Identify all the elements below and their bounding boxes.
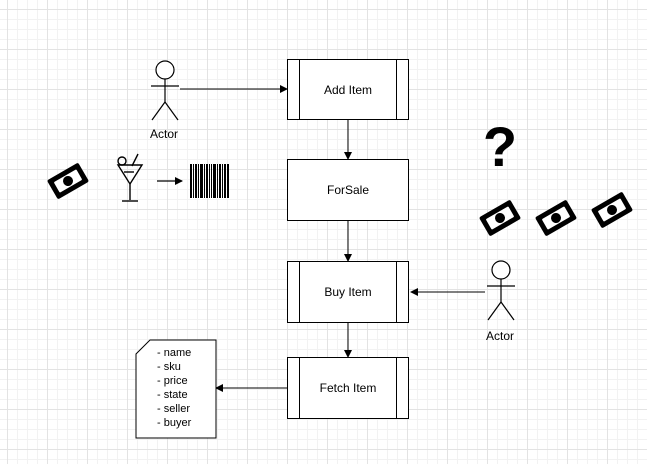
- document-shape: [135, 339, 217, 439]
- node-add-item[interactable]: Add Item: [287, 59, 409, 120]
- actor-right-label: Actor: [486, 329, 515, 343]
- node-buy-item-label: Buy Item: [324, 285, 372, 299]
- node-for-sale-label: ForSale: [326, 183, 370, 197]
- cocktail-icon: [116, 153, 144, 202]
- node-add-item-label: Add Item: [323, 82, 373, 97]
- document-field-list: - name - sku - price - state - seller - …: [157, 346, 191, 430]
- document-field: - state: [157, 389, 188, 401]
- barcode-icon: [190, 164, 229, 198]
- document-field: - name: [157, 347, 192, 359]
- banknote-icon: [535, 200, 577, 236]
- node-fetch-item-label: Fetch Item: [319, 381, 377, 395]
- document-field: - price: [157, 375, 188, 387]
- actor-top-label: Actor: [150, 127, 179, 141]
- question-mark: ?: [483, 115, 517, 178]
- document-field: - sku: [157, 361, 181, 373]
- node-buy-item[interactable]: Buy Item: [287, 261, 409, 323]
- document-field: - seller: [157, 403, 191, 415]
- actor-top-figure: [151, 60, 179, 121]
- actor-right-figure: [487, 260, 515, 321]
- banknote-icon: [479, 200, 521, 236]
- node-for-sale[interactable]: ForSale: [287, 159, 409, 221]
- node-fetch-item[interactable]: Fetch Item: [287, 357, 409, 419]
- document-field: - buyer: [157, 417, 192, 429]
- banknote-icon: [47, 163, 89, 199]
- banknote-icon: [591, 192, 633, 228]
